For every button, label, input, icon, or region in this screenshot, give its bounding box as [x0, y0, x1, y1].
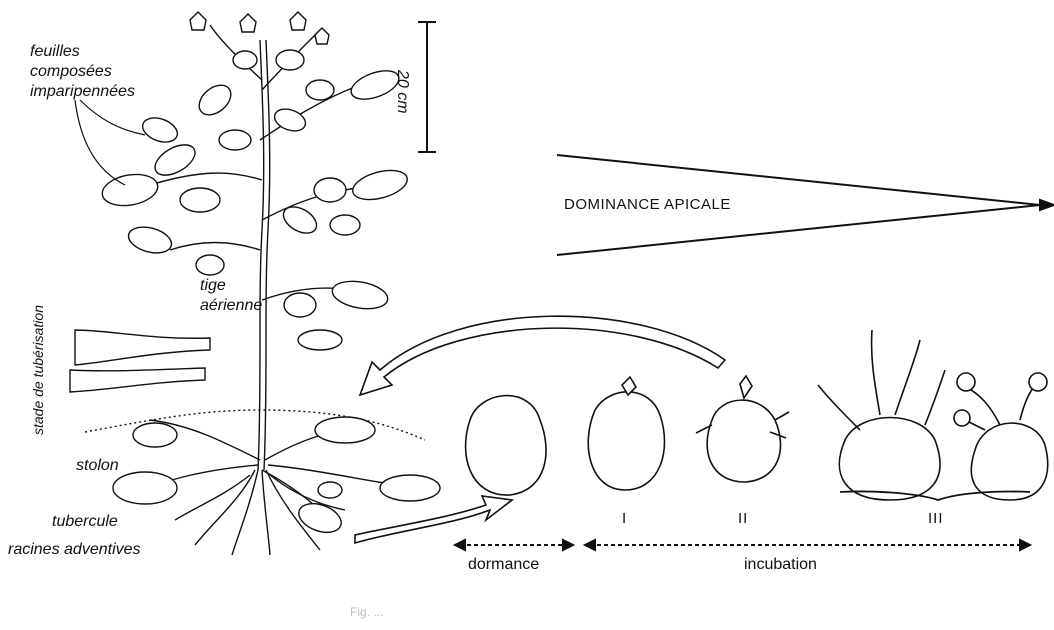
- stem-label: tige aérienne: [200, 276, 262, 316]
- scale-bar-label: 20 cm: [392, 70, 412, 114]
- tuber-label: tubercule: [52, 512, 118, 532]
- dormancy-label: dormance: [468, 556, 539, 574]
- dormancy-arrow: [355, 496, 512, 543]
- roots-label: racines adventives: [8, 540, 141, 560]
- stage-axis-label: stade de tubérisation: [28, 305, 48, 435]
- stage-three-label: III: [928, 510, 944, 527]
- figure-caption: Fig. ...: [350, 605, 383, 619]
- leaves-label-line-3: imparipennées: [30, 82, 135, 102]
- stolon-label: stolon: [76, 456, 119, 476]
- stage-tubers: [466, 330, 1048, 500]
- scale-bar: [418, 22, 436, 152]
- leaves-label: feuilles composées imparipennées: [30, 42, 135, 102]
- cycle-arrow: [360, 316, 725, 395]
- leaf-leader-lines: [75, 100, 145, 185]
- leaves-label-line-1: feuilles: [30, 42, 135, 62]
- phase-arrows: [455, 540, 1030, 550]
- stem-label-line-2: aérienne: [200, 296, 262, 316]
- stage-one-label: I: [622, 510, 627, 527]
- dominance-label: DOMINANCE APICALE: [564, 196, 731, 213]
- incubation-label: incubation: [744, 556, 817, 574]
- leaves-label-line-2: composées: [30, 62, 135, 82]
- stage-two-label: II: [738, 510, 748, 527]
- stem-label-line-1: tige: [200, 276, 262, 296]
